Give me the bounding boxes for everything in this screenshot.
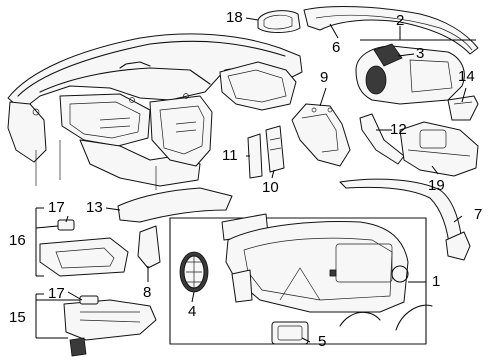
callout-12: 12 [390,121,407,138]
callout-5: 5 [318,333,327,350]
callout-14: 14 [458,68,475,85]
callout-3: 3 [416,45,425,62]
part-10-11-brackets [247,125,285,179]
part-13-lower-trim [117,187,233,223]
callout-7: 7 [474,206,483,223]
part-16-assembly [39,219,129,277]
callout-17-upper: 17 [48,199,65,216]
instrument-panel-assembly [7,33,303,190]
part-15-assembly [63,295,157,357]
part-2-vent-assembly [355,43,465,105]
callout-17-lower: 17 [48,285,65,302]
part-12-bracket [359,113,405,165]
callout-11: 11 [222,147,238,164]
part-6-upper-trim [303,6,479,55]
part-7-trim [339,178,471,261]
part-18-bezel [257,10,301,33]
callout-18: 18 [226,9,243,26]
callout-9: 9 [320,69,329,86]
part-14-trim [447,95,479,121]
callout-4: 4 [188,303,197,320]
leader-lines [35,17,476,343]
callout-19: 19 [428,177,445,194]
callout-10: 10 [262,179,279,196]
callout-2: 2 [396,12,405,29]
callout-1: 1 [432,273,441,290]
callout-15: 15 [9,309,26,326]
callout-16: 16 [9,232,26,249]
callout-8: 8 [143,284,152,301]
part-9-panel [291,103,351,167]
part-19-console [399,121,479,177]
callout-6: 6 [332,39,341,56]
part-8-bracket [137,225,161,269]
callout-13: 13 [86,199,103,216]
detail-box [169,213,433,345]
